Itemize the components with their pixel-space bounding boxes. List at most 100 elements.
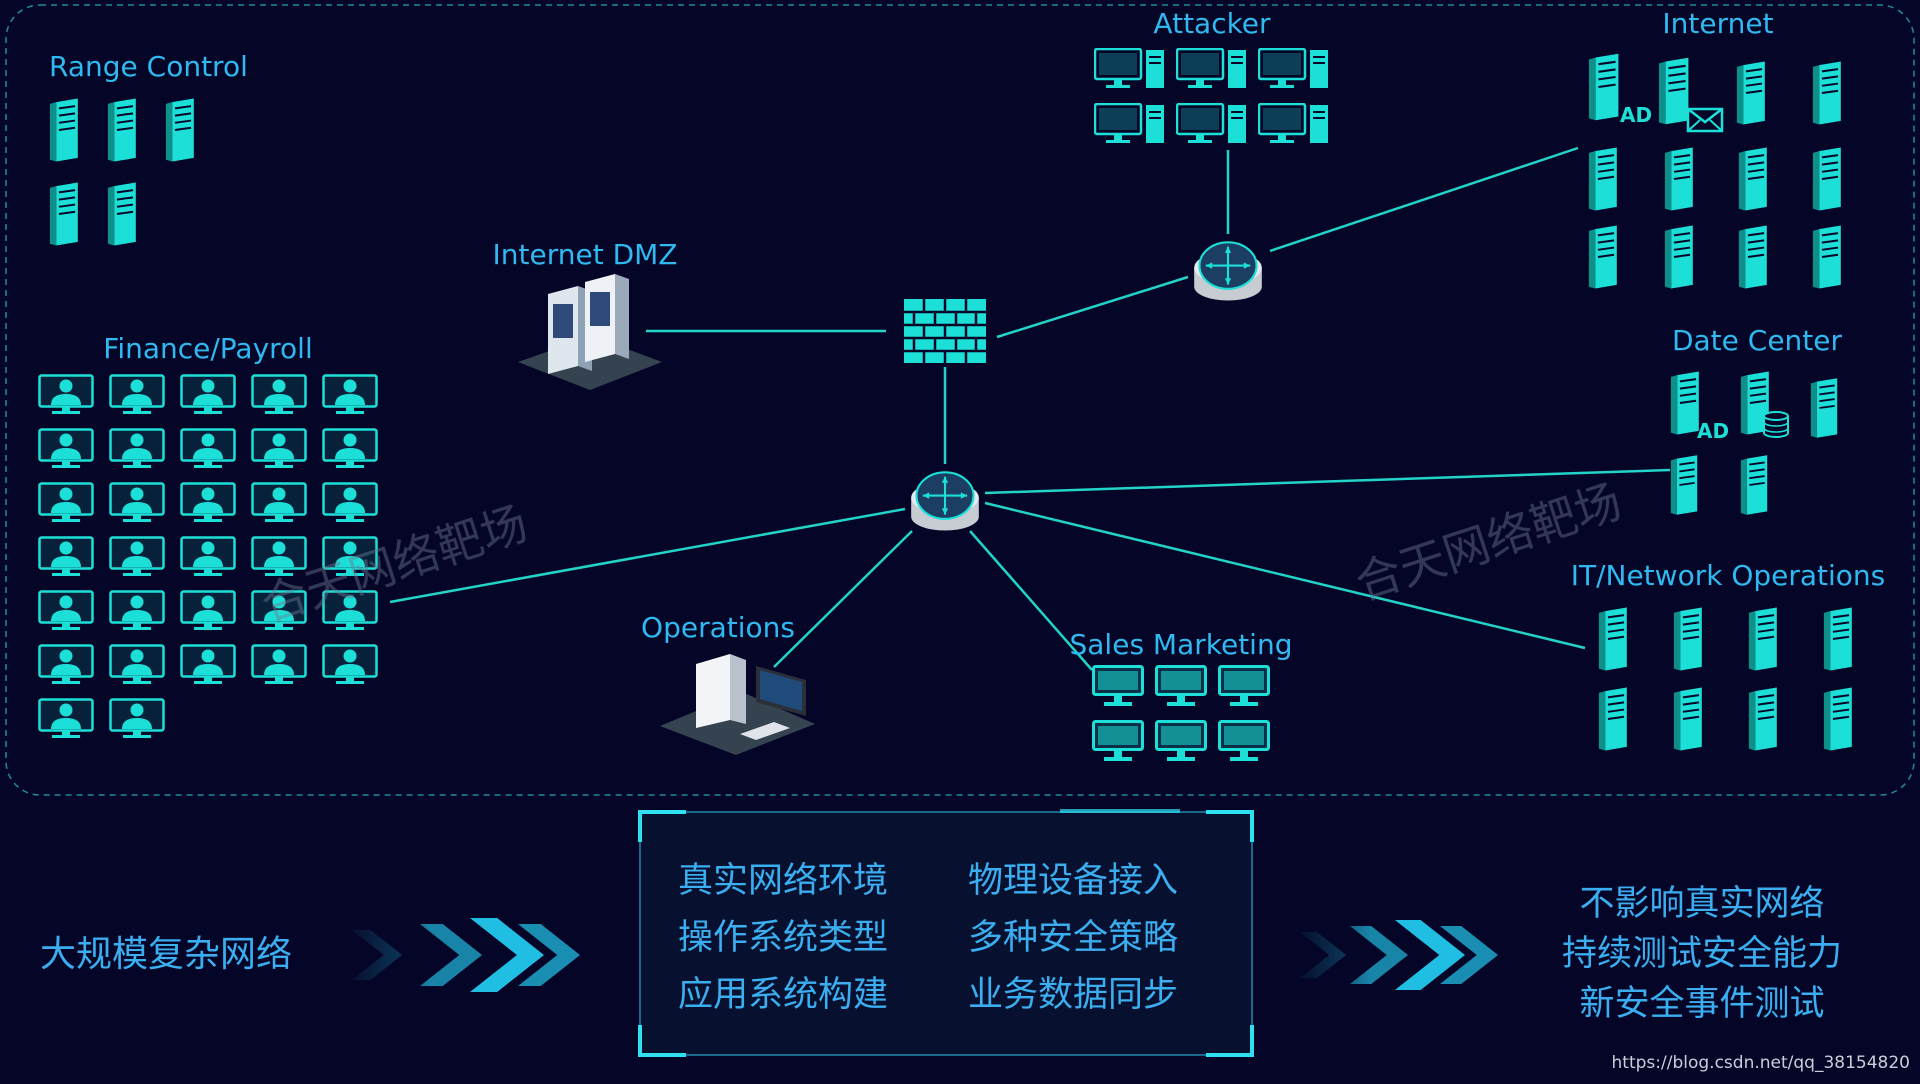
- monitor-icon: [1218, 720, 1270, 763]
- internet-badges: AD: [1620, 103, 1724, 133]
- server-icon: [165, 97, 195, 163]
- server-icon: [1588, 52, 1620, 122]
- link-core-finance: [389, 507, 906, 604]
- user-monitor-icon: [322, 374, 378, 416]
- server-icon: [1823, 686, 1853, 752]
- operations-workstation-icon: [660, 654, 815, 755]
- zone-label-operations: Operations: [641, 611, 795, 644]
- server-icon: [1664, 224, 1694, 290]
- desktop-computer-icon: [1258, 48, 1330, 90]
- user-monitor-icon: [109, 698, 165, 740]
- summary-right-line: 持续测试安全能力: [1562, 934, 1842, 974]
- user-monitor-icon: [38, 374, 94, 416]
- link-core-datacenter: [984, 468, 1671, 495]
- monitor-icon: [1218, 665, 1270, 708]
- server-icon: [1812, 146, 1842, 212]
- user-monitor-icon: [180, 482, 236, 524]
- internet-servers: [1588, 52, 1842, 290]
- server-icon: [1670, 370, 1700, 436]
- zone-label-internet-dmz: Internet DMZ: [493, 238, 678, 271]
- zone-label-finance-payroll: Finance/Payroll: [103, 332, 313, 365]
- server-icon: [1748, 686, 1778, 752]
- user-monitor-icon: [109, 644, 165, 686]
- chevron-arrows-icon: [1290, 910, 1498, 1000]
- user-monitor-icon: [38, 590, 94, 632]
- user-monitor-icon: [251, 374, 307, 416]
- server-icon: [1598, 606, 1628, 672]
- zone-label-range-control: Range Control: [49, 50, 248, 83]
- user-monitor-icon: [251, 644, 307, 686]
- router-icon: [910, 471, 980, 532]
- attacker-computers: [1094, 48, 1330, 145]
- user-monitor-icon: [38, 698, 94, 740]
- feature-item: 业务数据同步: [968, 975, 1178, 1015]
- ad-badge: AD: [1620, 103, 1652, 127]
- zone-label-internet: Internet: [1662, 7, 1773, 40]
- chevron-arrows-icon: [340, 910, 580, 1000]
- user-monitor-icon: [322, 644, 378, 686]
- link-core-it-ops: [984, 501, 1586, 650]
- ad-badge: AD: [1697, 419, 1729, 443]
- zone-label-it-network-operations: IT/Network Operations: [1571, 559, 1886, 592]
- desktop-computer-icon: [1094, 103, 1166, 145]
- user-monitor-icon: [180, 536, 236, 578]
- user-monitor-icon: [38, 482, 94, 524]
- link-core-operations: [773, 530, 913, 668]
- server-icon: [1810, 377, 1839, 439]
- user-monitor-icon: [180, 644, 236, 686]
- router-icon: [1193, 241, 1263, 302]
- monitor-icon: [1092, 720, 1144, 763]
- user-monitor-icon: [180, 428, 236, 470]
- server-icon: [1736, 60, 1766, 126]
- data-center-servers: AD: [1670, 370, 1839, 516]
- range-boundary: [5, 4, 1915, 796]
- dmz-server-icon: [518, 274, 662, 390]
- firewall-icon: [904, 299, 986, 363]
- network-links: [389, 146, 1671, 671]
- server-icon: [1670, 454, 1699, 516]
- desktop-computer-icon: [1176, 48, 1248, 90]
- zone-label-attacker: Attacker: [1153, 7, 1271, 40]
- summary-right-line: 新安全事件测试: [1579, 984, 1824, 1024]
- server-icon: [1588, 146, 1618, 212]
- server-icon: [1748, 606, 1778, 672]
- server-icon: [49, 97, 79, 163]
- monitor-icon: [1092, 665, 1144, 708]
- it-network-operations-servers: [1598, 606, 1853, 752]
- link-firewall-edge-router: [996, 275, 1189, 339]
- server-icon: [1658, 56, 1690, 126]
- feature-item: 多种安全策略: [968, 918, 1178, 958]
- user-monitor-icon: [180, 590, 236, 632]
- feature-item: 应用系统构建: [678, 975, 888, 1015]
- server-icon: [1664, 146, 1694, 212]
- server-icon: [1673, 686, 1703, 752]
- summary-right-line: 不影响真实网络: [1579, 884, 1824, 924]
- mail-icon: [1686, 107, 1724, 133]
- link-edge-router-internet: [1269, 146, 1579, 253]
- user-monitor-icon: [251, 482, 307, 524]
- server-icon: [1823, 606, 1853, 672]
- user-monitor-icon: [109, 428, 165, 470]
- user-monitor-icon: [38, 644, 94, 686]
- finance-user-grid: [38, 374, 378, 740]
- server-icon: [107, 97, 137, 163]
- user-monitor-icon: [38, 536, 94, 578]
- monitor-icon: [1155, 665, 1207, 708]
- server-icon: [1738, 224, 1768, 290]
- features-frame: [638, 809, 1254, 1057]
- feature-item: 物理设备接入: [968, 861, 1178, 901]
- range-control-servers: [49, 97, 195, 247]
- database-icon: [1763, 411, 1789, 438]
- source-credit: https://blog.csdn.net/qq_38154820: [1612, 1053, 1910, 1073]
- server-icon: [1812, 224, 1842, 290]
- user-monitor-icon: [109, 536, 165, 578]
- user-monitor-icon: [180, 374, 236, 416]
- user-monitor-icon: [109, 374, 165, 416]
- server-icon: [1738, 146, 1768, 212]
- user-monitor-icon: [38, 428, 94, 470]
- user-monitor-icon: [109, 590, 165, 632]
- zone-label-sales-marketing: Sales Marketing: [1070, 628, 1293, 661]
- server-icon: [1673, 606, 1703, 672]
